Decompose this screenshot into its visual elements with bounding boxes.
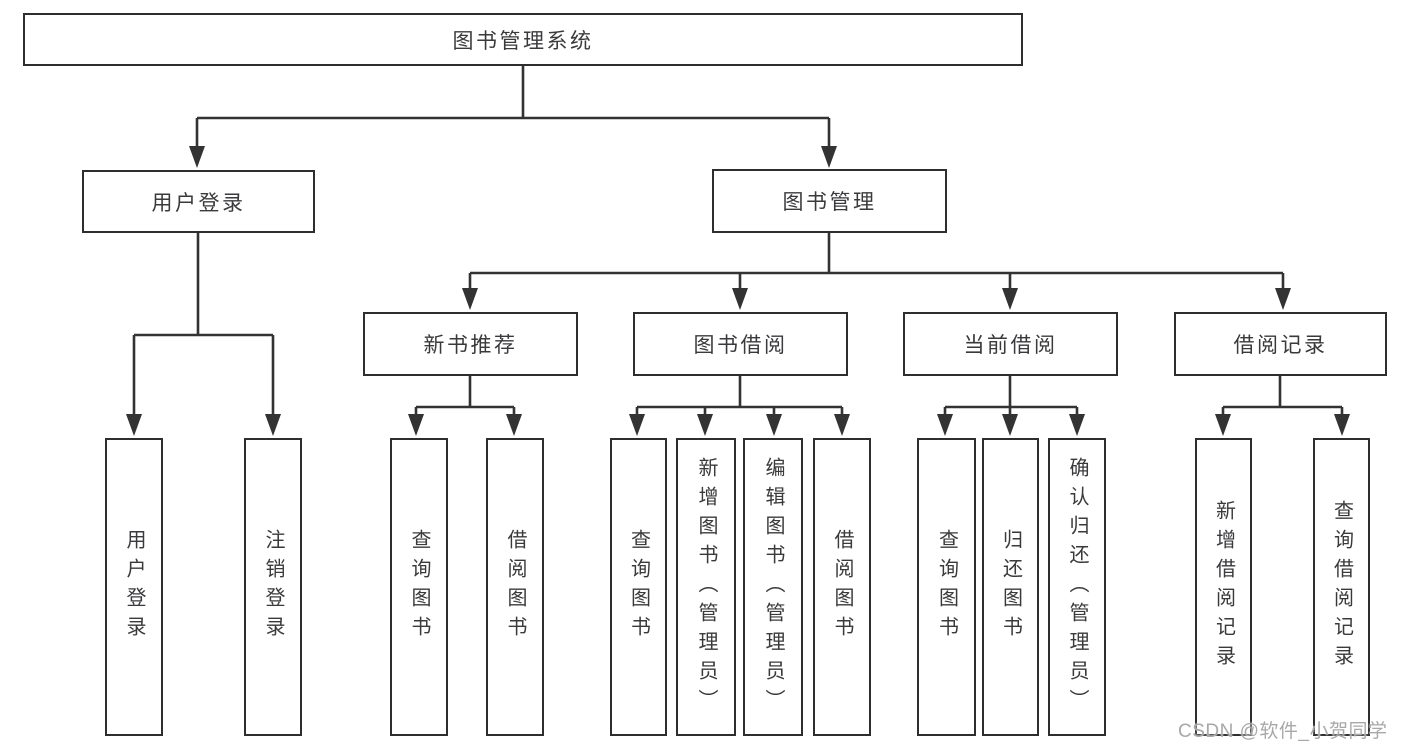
leaf-add-borrow-record: 新增借阅记录 [1195,438,1252,736]
node-library-system-label: 图书管理系统 [452,29,594,53]
leaf-search-book-recommend: 查询图书 [390,438,448,736]
leaf-user-login: 用户登录 [105,438,163,736]
leaf-search-book-borrowing-label: 查询图书 [627,529,650,645]
node-new-book-recommend: 新书推荐 [363,312,578,376]
leaf-borrow-book-recommend-label: 借阅图书 [504,529,526,645]
leaf-search-book-current-label: 查询图书 [935,529,958,645]
node-user-login: 用户登录 [82,170,315,233]
leaf-search-book-current: 查询图书 [917,438,976,736]
node-book-borrowing: 图书借阅 [633,312,848,376]
node-borrow-records-label: 借阅记录 [1233,334,1328,357]
leaf-add-book-admin-label: 新增图书（管理员） [695,456,717,718]
node-book-management: 图书管理 [712,169,947,233]
leaf-borrow-book: 借阅图书 [813,438,871,736]
node-library-system: 图书管理系统 [23,13,1023,66]
leaf-search-book-borrowing: 查询图书 [610,438,667,736]
arrowheads [126,146,1350,436]
node-borrow-records: 借阅记录 [1174,312,1387,376]
leaf-borrow-book-recommend: 借阅图书 [486,438,544,736]
leaf-confirm-return-admin: 确认归还（管理员） [1048,438,1106,736]
leaf-edit-book-admin-label: 编辑图书（管理员） [762,456,784,718]
leaf-user-login-label: 用户登录 [123,529,145,645]
leaf-return-book: 归还图书 [982,438,1039,736]
leaf-add-book-admin: 新增图书（管理员） [676,438,736,736]
csdn-watermark: CSDN @软件_小贺同学 [1178,721,1388,742]
leaf-borrow-book-label: 借阅图书 [831,529,853,645]
connector-lines [132,66,1344,418]
leaf-return-book-label: 归还图书 [999,529,1022,645]
leaf-logout: 注销登录 [244,438,302,736]
leaf-logout-label: 注销登录 [262,529,284,645]
node-new-book-recommend-label: 新书推荐 [423,334,518,357]
leaf-search-borrow-record-label: 查询借阅记录 [1330,500,1353,674]
node-user-login-label: 用户登录 [151,191,246,215]
leaf-add-borrow-record-label: 新增借阅记录 [1212,500,1235,674]
node-current-borrowing: 当前借阅 [903,312,1118,376]
leaf-search-book-recommend-label: 查询图书 [408,529,430,645]
leaf-confirm-return-admin-label: 确认归还（管理员） [1066,456,1088,718]
node-current-borrowing-label: 当前借阅 [963,334,1058,357]
node-book-management-label: 图书管理 [782,191,877,214]
leaf-search-borrow-record: 查询借阅记录 [1313,438,1370,736]
node-book-borrowing-label: 图书借阅 [693,334,788,357]
leaf-edit-book-admin: 编辑图书（管理员） [743,438,803,736]
